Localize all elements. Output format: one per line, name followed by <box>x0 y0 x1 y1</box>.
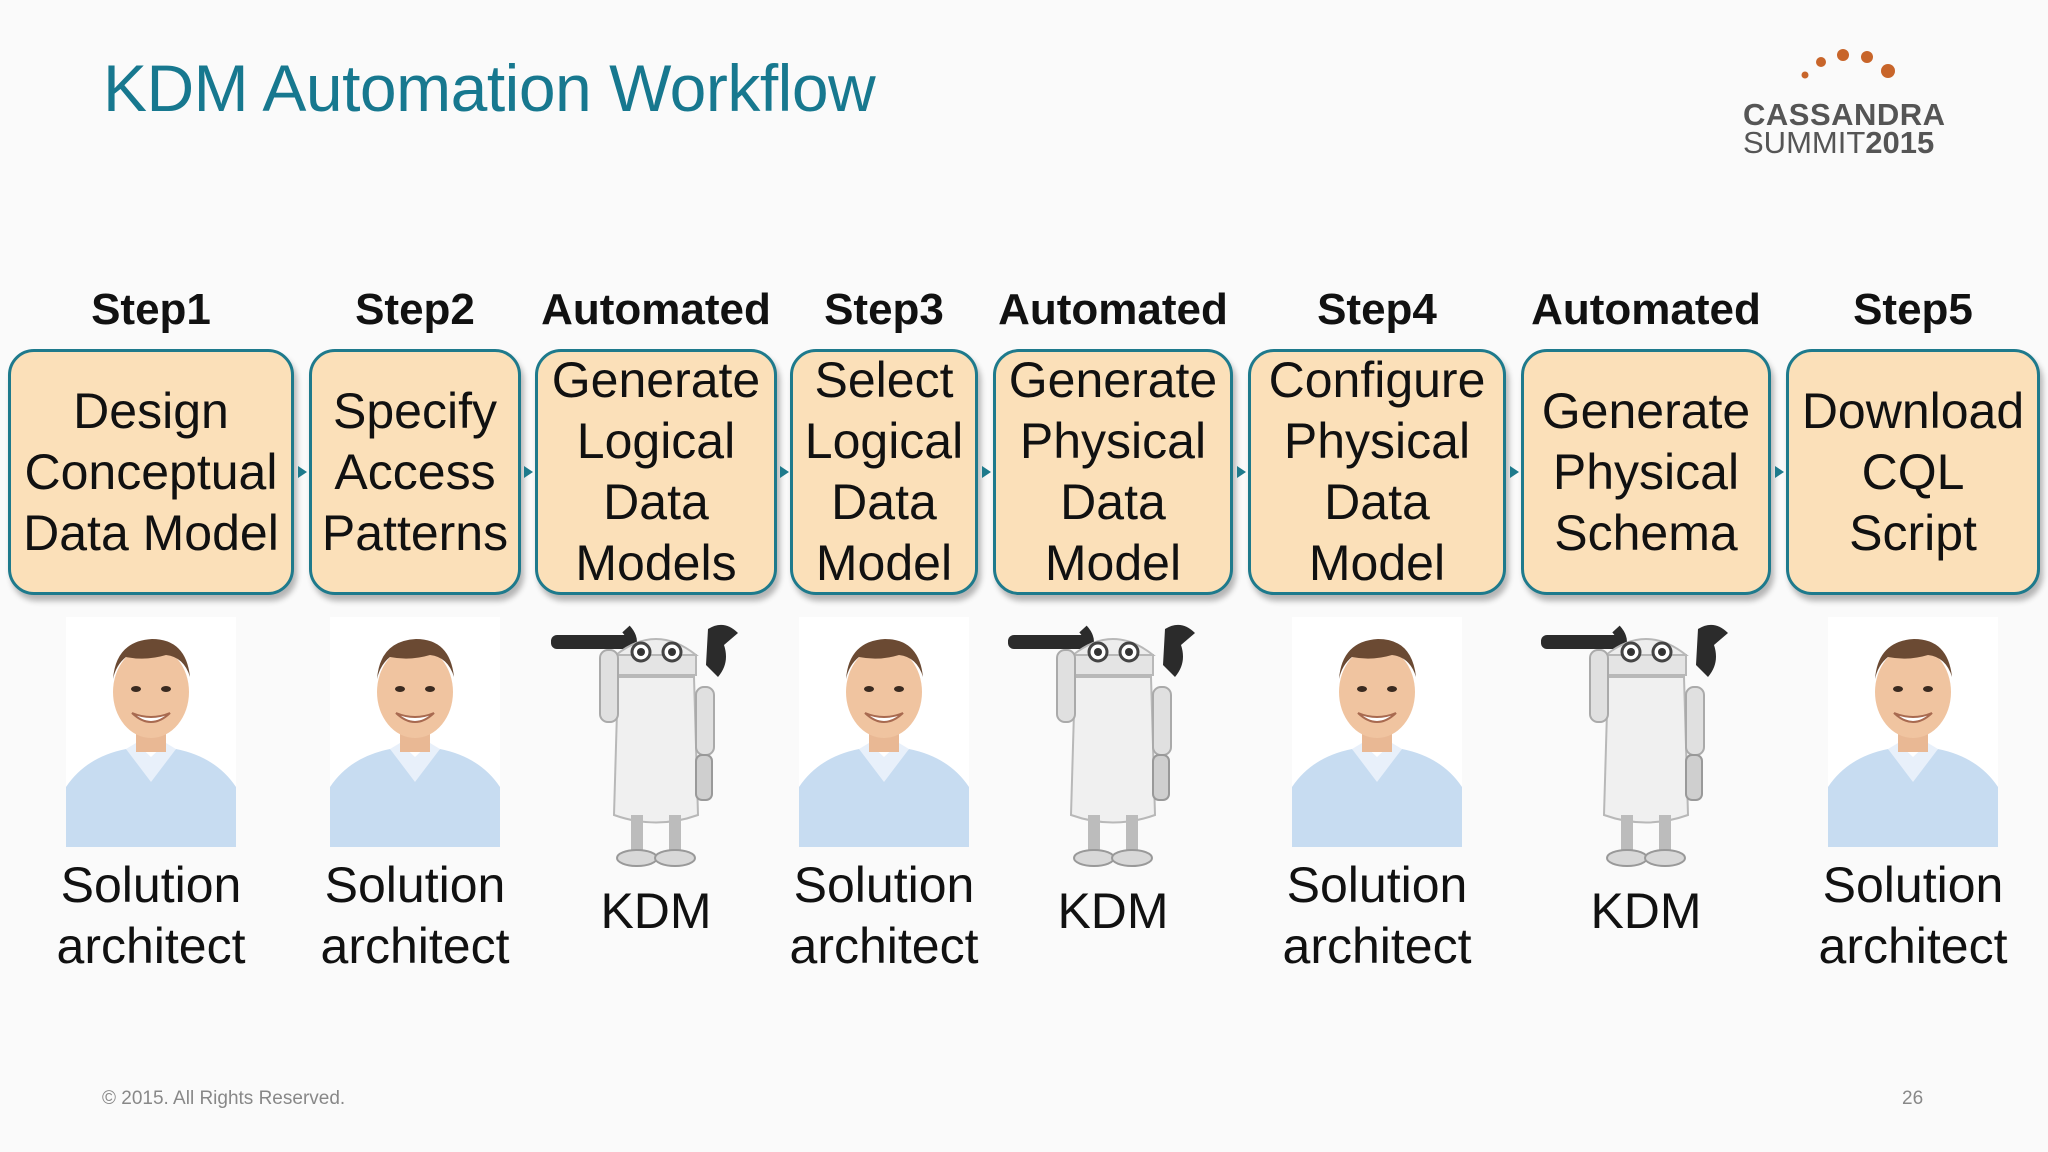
workflow-step-text-line: Specify <box>333 382 497 439</box>
workflow-step-text-line: Physical <box>1283 413 1471 469</box>
actor-caption-line: Solution <box>60 857 242 913</box>
flow-arrow-icon <box>779 466 789 478</box>
workflow-step-text-line: Logical <box>576 413 736 469</box>
page-number: 26 <box>1902 1088 1924 1109</box>
actor-caption-line: KDM <box>600 883 712 939</box>
step-label: Step2 <box>355 285 475 334</box>
workflow-step-text-line: Model <box>1308 535 1446 591</box>
workflow-step-text-line: Logical <box>804 413 964 469</box>
flow-arrow-icon <box>524 466 533 478</box>
workflow-step-text-line: Download <box>1801 382 2025 439</box>
step-label: Step3 <box>824 285 944 334</box>
person-photo <box>330 617 500 852</box>
logo-line2: SUMMIT2015 <box>1743 125 1935 160</box>
workflow-step-text-line: Script <box>1849 504 1977 561</box>
workflow-step-text-line: Schema <box>1554 504 1738 561</box>
actor-caption-line: Solution <box>324 857 506 913</box>
workflow-step-text-line: Physical <box>1552 443 1740 500</box>
actor-caption-line: architect <box>56 918 246 974</box>
step-label: Step5 <box>1853 285 1973 334</box>
person-photo <box>1828 617 1998 852</box>
person-photo <box>1292 617 1462 852</box>
logo-dots-icon <box>1801 49 1895 79</box>
workflow-step-text-line: Configure <box>1268 352 1486 408</box>
workflow-step-text-line: Generate <box>1008 352 1218 408</box>
step-label: Automated <box>998 285 1228 334</box>
workflow-step-text-line: Design <box>73 382 229 439</box>
workflow-step-text-line: CQL <box>1861 443 1965 500</box>
workflow-step-text-line: Generate <box>1541 382 1751 439</box>
actor-caption-line: KDM <box>1057 883 1169 939</box>
robot-icon <box>546 615 766 885</box>
workflow-step-text-line: Data <box>1060 474 1166 530</box>
workflow-step-text-line: Models <box>575 535 737 591</box>
step-label: Step1 <box>91 285 211 334</box>
slide-title: KDM Automation Workflow <box>103 51 876 125</box>
actor-caption-line: Solution <box>793 857 975 913</box>
actor-caption-line: Solution <box>1822 857 2004 913</box>
robot-icon <box>1536 615 1756 885</box>
flow-arrow-icon <box>297 466 307 478</box>
flow-arrow-icon <box>1774 466 1784 478</box>
step-label: Automated <box>541 285 771 334</box>
cassandra-summit-logo: CASSANDRA SUMMIT2015 <box>1735 45 1965 165</box>
workflow-step-text-line: Select <box>814 352 954 408</box>
copyright-footer: © 2015. All Rights Reserved. <box>102 1088 346 1109</box>
workflow-step-text-line: Physical <box>1019 413 1207 469</box>
actor-caption-line: Solution <box>1286 857 1468 913</box>
actor-caption-line: architect <box>789 918 979 974</box>
flow-arrow-icon <box>981 466 991 478</box>
workflow-step-text-line: Data Model <box>23 504 279 561</box>
actor-caption-line: architect <box>320 918 510 974</box>
actor-caption-line: architect <box>1818 918 2008 974</box>
step-label: Automated <box>1531 285 1761 334</box>
workflow-step-text-line: Model <box>815 535 953 591</box>
workflow-step-text-line: Access <box>334 443 496 500</box>
workflow-step-text-line: Conceptual <box>24 443 278 500</box>
flow-arrow-icon <box>1236 466 1246 478</box>
workflow-step-text-line: Patterns <box>321 504 509 561</box>
workflow-step-text-line: Generate <box>551 352 761 408</box>
workflow-step-text-line: Model <box>1044 535 1182 591</box>
flow-arrow-icon <box>1509 466 1519 478</box>
actor-caption: KDM <box>1506 881 1786 942</box>
step-label: Step4 <box>1317 285 1437 334</box>
actor-caption-line: architect <box>1282 918 1472 974</box>
actor-caption: KDM <box>516 881 796 942</box>
workflow-step-text-line: Data <box>831 474 937 530</box>
robot-icon <box>1003 615 1223 885</box>
actor-caption: KDM <box>973 881 1253 942</box>
person-photo <box>799 617 969 852</box>
person-photo <box>66 617 236 852</box>
workflow-step-text-line: Data <box>1324 474 1430 530</box>
workflow-step-text-line: Data <box>603 474 709 530</box>
actor-caption-line: KDM <box>1590 883 1702 939</box>
logo-line1: CASSANDRA <box>1743 97 1946 132</box>
